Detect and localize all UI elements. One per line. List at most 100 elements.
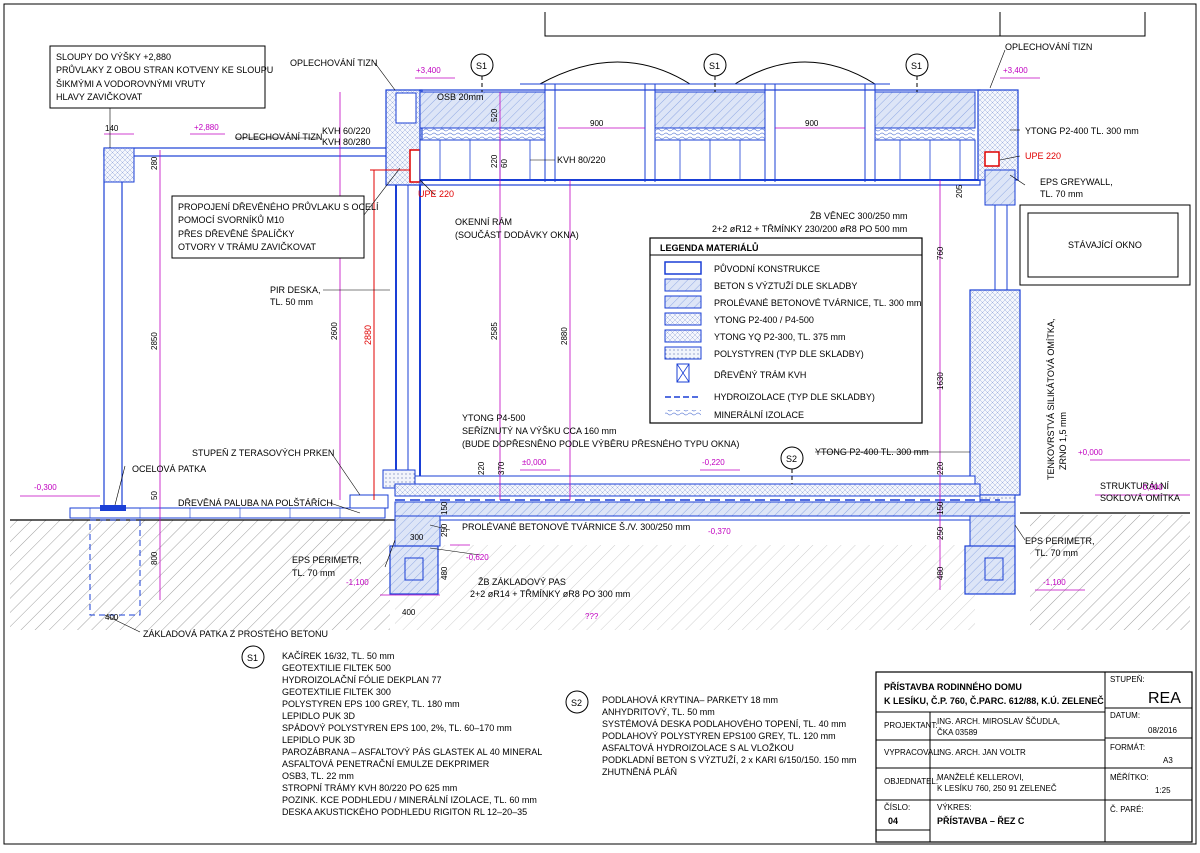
project-address: K LESÍKU, Č.P. 760, Č.PARC. 612/88, K.Ú.… [884,695,1104,706]
legend-item: PROLÉVANÉ BETONOVÉ TVÁRNICE, TL. 300 mm [714,298,921,308]
ytong-wall-right [969,89,1191,516]
section-mark-label: S2 [786,454,797,464]
scale-label: MĚŘÍTKO: [1110,773,1149,782]
dim-label: 900 [590,119,604,128]
s2-layer: PODKLADNÍ BETON S VÝZTUŽÍ, 2 x KARI 6/15… [602,755,856,765]
connection-note-box [171,195,365,259]
number-label: ČÍSLO: [884,803,910,812]
flashing-right-label: OPLECHOVÁNÍ TIZN [1005,42,1092,52]
red-dimension [370,169,410,500]
s1-layer: ASFALTOVÁ PENETRAČNÍ EMULZE DEKPRIMER [282,759,490,769]
ytong-right-low-label: YTONG P2-400 TL. 300 mm [815,447,929,457]
level-label: -1,100 [1043,578,1066,587]
blocks-label: PROLÉVANÉ BETONOVÉ TVÁRNICE Š./V. 300/25… [462,522,690,532]
format-label: FORMÁT: [1110,743,1145,752]
section-mark-label: S1 [476,61,487,71]
level-label: -0,370 [708,527,731,536]
leader-lines [104,49,1026,633]
level-label: -0,220 [702,458,725,467]
dim-label: 370 [497,461,506,475]
ytong-adjust-label: YTONG P4-500 [462,413,525,423]
eps-perim-left-label: TL. 70 mm [292,568,335,578]
render-struct-label: STRUKTURÁLNÍ [1100,481,1170,491]
level-label: ±0,000 [522,458,547,467]
drafter-value: ING. ARCH. JAN VOLTR [937,748,1026,757]
dim-label: 520 [490,108,499,122]
eps-greywall-label: TL. 70 mm [1040,189,1083,199]
foundation [389,515,1016,595]
level-label: -0,300 [1140,483,1163,492]
dim-label: 2850 [150,332,159,350]
upe-left-label: UPE 220 [418,189,454,199]
legend-item: MINERÁLNÍ IZOLACE [714,410,804,420]
s1-layer: OSB3, TL. 22 mm [282,771,354,781]
dim-label: 760 [936,246,945,260]
legend-item: DŘEVĚNÝ TRÁM KVH [714,370,806,380]
s1-layer: HYDROIZOLAČNÍ FÓLIE DEKPLAN 77 [282,675,442,685]
section-marks [241,53,929,714]
date-value: 08/2016 [1148,726,1177,735]
render-silicate-label: ZRNO 1,5 mm [1058,412,1068,470]
drawing-value: PŘÍSTAVBA – ŘEZ C [937,815,1025,826]
flashing-left-label: OPLECHOVÁNÍ TIZN [235,132,322,142]
timber-beam [103,147,405,183]
ground-hatch [10,512,1190,630]
s1-layer-list: KAČÍREK 16/32, TL. 50 mm GEOTEXTILIE FIL… [282,651,542,817]
ring-beam-label: 2+2 øR12 + TŘMÍNKY 230/200 øR8 PO 500 mm [712,224,907,234]
level-label: -0,620 [466,553,489,562]
stage-value: REA [1148,690,1181,707]
dim-label: 220 [936,461,945,475]
deck-label: DŘEVĚNÁ PALUBA NA POLŠTÁŘÍCH [178,498,333,508]
dim-label: 400 [105,613,119,622]
dim-label: 60 [500,159,509,168]
client-value: K LESÍKU 760, 250 91 ZELENEČ [937,784,1057,793]
connection-note-line: POMOCÍ SVORNÍKŮ M10 [178,214,284,225]
dimension-lines [20,77,1190,600]
footing-label: 2+2 øR14 + TŘMÍNKY øR8 PO 300 mm [470,589,630,599]
kvh-mid-label: KVH 80/220 [557,155,606,165]
dim-label: 280 [150,156,159,170]
section-mark-label: S1 [911,61,922,71]
s1-layer: LEPIDLO PUK 3D [282,735,356,745]
dim-label: 400 [402,608,416,617]
columns-note-line: ŠIKMÝMI A VODOROVNÝMI VRUTY [56,79,206,89]
section-mark-label: S1 [709,61,720,71]
s2-layer: ZHUTNĚNÁ PLÁŇ [602,767,677,777]
ytong-adjust-label: (BUDE DOPŘESNĚNO PODLE VÝBĚRU PŘESNÉHO T… [462,439,739,449]
s2-layer: ASFALTOVÁ HYDROIZOLACE S AL VLOŽKOU [602,743,794,753]
level-label: +2,880 [194,123,219,132]
page-label: Č. PARÉ: [1110,805,1144,814]
dim-label: 2880 [363,325,373,345]
dim-label: 140 [105,124,119,133]
s2-layer: ANHYDRITOVÝ, TL. 50 mm [602,707,715,717]
columns-note-line: PRŮVLAKY Z OBOU STRAN KOTVENY KE SLOUPU [56,64,273,75]
ytong-adjust-label: SEŘÍZNUTÝ NA VÝŠKU CCA 160 mm [462,426,617,436]
dim-label: 480 [440,566,449,580]
designer-label: PROJEKTANT: [884,721,938,730]
dim-label: 250 [440,523,449,537]
render-silicate-label: TENKOVRSTVÁ SILIKÁTOVÁ OMÍTKA, [1046,319,1056,480]
dim-label: 480 [936,566,945,580]
eps-perim-left-label: EPS PERIMETR, [292,555,362,565]
dim-label: 800 [150,551,159,565]
kvh-label: KVH 80/280 [322,137,371,147]
columns-note-line: SLOUPY DO VÝŠKY +2,880 [56,52,171,62]
existing-building-top [520,12,1146,85]
client-value: MANŽELÉ KELLEROVI, [937,773,1024,782]
dim-label: 220 [490,154,499,168]
scale-value: 1:25 [1155,786,1171,795]
footing-label: ŽB ZÁKLADOVÝ PAS [478,577,566,587]
title-block [875,671,1193,843]
number-value: 04 [888,816,898,826]
s1-layer: PAROZÁBRANA – ASFALTOVÝ PÁS GLASTEK AL 4… [282,747,542,757]
designer-value: ČKA 03589 [937,728,978,737]
stage-label: STUPEŇ: [1110,675,1145,684]
format-value: A3 [1163,756,1173,765]
ytong-right-top-label: YTONG P2-400 TL. 300 mm [1025,126,1139,136]
s2-layer-list: PODLAHOVÁ KRYTINA– PARKETY 18 mm ANHYDRI… [602,695,856,777]
dim-label: 2585 [490,322,499,340]
columns-note-box [49,45,266,109]
dim-label: 220 [477,461,486,475]
